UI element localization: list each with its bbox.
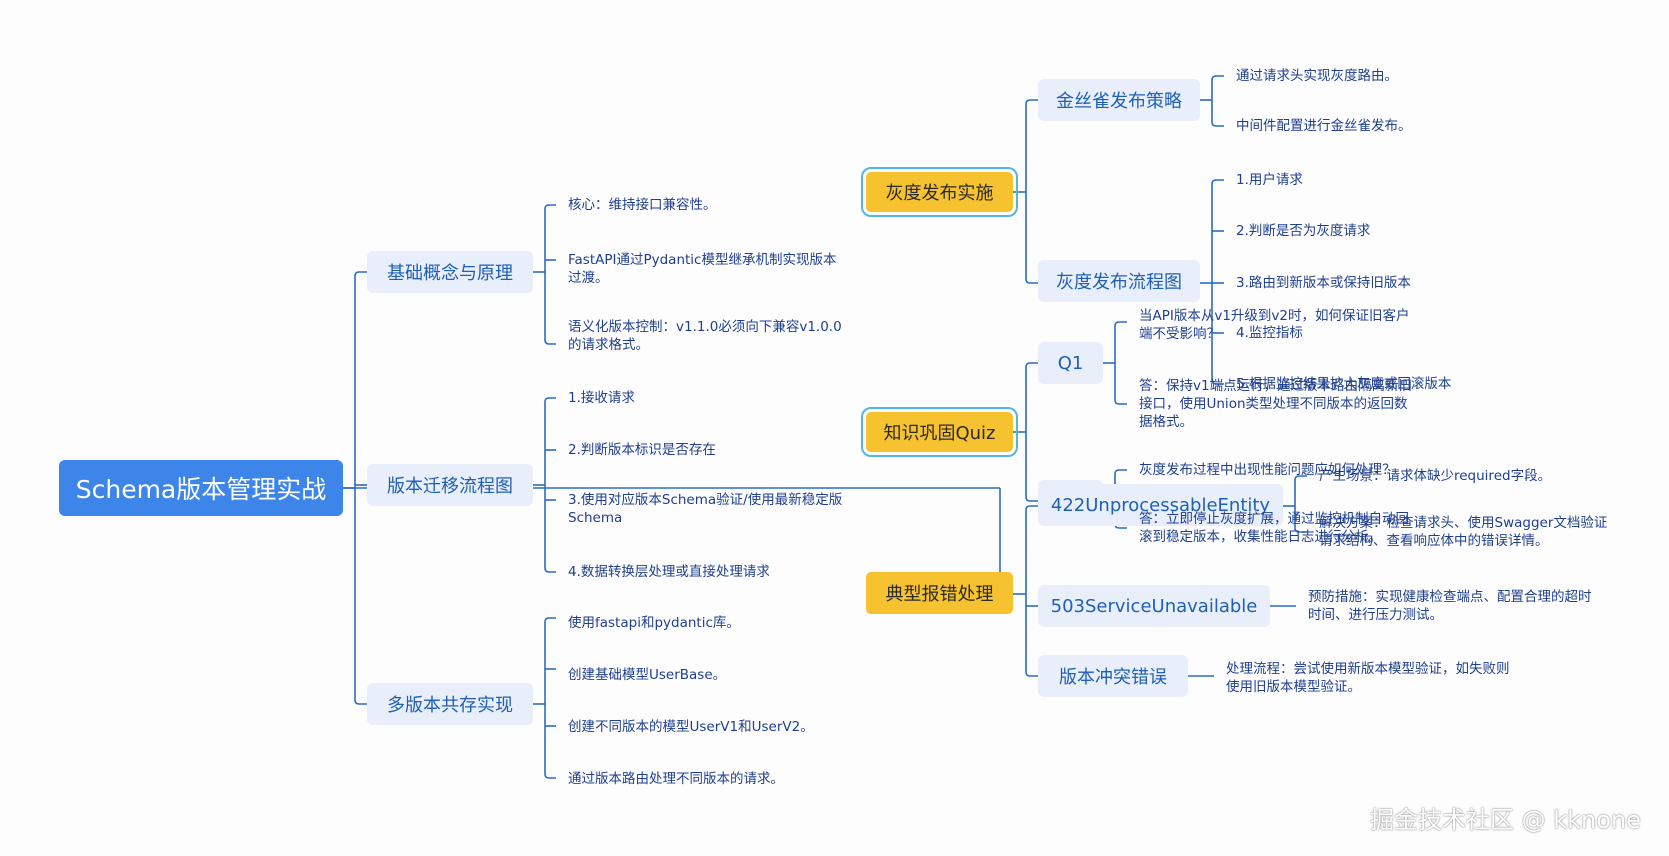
leaf-conflict-process: 处理流程：尝试使用新版本模型验证，如失败则使用旧版本模型验证。 (1226, 661, 1510, 695)
leaf-q2-answer: 答：立即停止灰度扩展，通过监控机制自动回滚到稳定版本，收集性能日志进行分析。 (1139, 511, 1409, 545)
leaf-422-scene: 产生场景：请求体缺少required字段。 (1319, 468, 1552, 484)
leaf-canary-2: 中间件配置进行金丝雀发布。 (1236, 118, 1412, 134)
leaf-basics-1: 核心：维持接口兼容性。 (568, 197, 717, 213)
leaf-q1-answer: 答：保持v1端点运行，通过版本路由隔离新旧接口，使用Union类型处理不同版本的… (1139, 378, 1413, 430)
branch-basics[interactable]: 基础概念与原理 (367, 251, 533, 293)
leaf-migration-4: 4.数据转换层处理或直接处理请求 (568, 564, 770, 580)
leaf-q1-question: 当API版本从v1升级到v2时，如何保证旧客户端不受影响？ (1139, 308, 1410, 342)
leaf-migration-3: 3.使用对应版本Schema验证/使用最新稳定版Schema (568, 492, 843, 526)
leaf-422-solution: 解决方案：检查请求头、使用Swagger文档验证请求结构、查看响应体中的错误详情… (1319, 515, 1608, 549)
leaf-503-prevention: 预防措施：实现健康检查端点、配置合理的超时时间、进行压力测试。 (1308, 589, 1592, 623)
leaf-grayflow-4: 4.监控指标 (1236, 325, 1303, 341)
leaf-basics-3: 语义化版本控制：v1.1.0必须向下兼容v1.0.0的请求格式。 (568, 319, 842, 353)
leaf-multi-2: 创建基础模型UserBase。 (568, 667, 727, 683)
branch-error-handling[interactable]: 典型报错处理 (866, 572, 1013, 614)
leaf-migration-1: 1.接收请求 (568, 390, 635, 406)
node-q1[interactable]: Q1 (1038, 342, 1103, 384)
leaf-q2-question: 灰度发布过程中出现性能问题应如何处理？ (1139, 462, 1396, 478)
leaf-canary-1: 通过请求头实现灰度路由。 (1236, 68, 1398, 84)
leaf-grayflow-3: 3.路由到新版本或保持旧版本 (1236, 275, 1411, 291)
node-version-conflict[interactable]: 版本冲突错误 (1038, 655, 1188, 697)
node-503[interactable]: 503ServiceUnavailable (1038, 585, 1270, 627)
leaf-multi-1: 使用fastapi和pydantic库。 (568, 615, 740, 631)
leaf-migration-2: 2.判断版本标识是否存在 (568, 442, 716, 458)
watermark: 掘金技术社区 @ kknone (1370, 806, 1641, 834)
node-422[interactable]: 422UnprocessableEntity (1038, 484, 1283, 526)
root-node[interactable]: Schema版本管理实战 (59, 460, 343, 516)
branch-migration-flow[interactable]: 版本迁移流程图 (367, 464, 533, 506)
node-gray-flow[interactable]: 灰度发布流程图 (1038, 260, 1200, 302)
leaf-multi-4: 通过版本路由处理不同版本的请求。 (568, 771, 784, 787)
leaf-grayflow-5: 5.根据监控结果扩大灰度或回滚版本 (1236, 376, 1452, 392)
leaf-basics-2: FastAPI通过Pydantic模型继承机制实现版本过渡。 (568, 252, 837, 286)
leaf-grayflow-1: 1.用户请求 (1236, 172, 1303, 188)
node-canary-strategy[interactable]: 金丝雀发布策略 (1038, 79, 1200, 121)
branch-quiz[interactable]: 知识巩固Quiz (861, 407, 1018, 457)
branch-gray-release[interactable]: 灰度发布实施 (861, 167, 1018, 217)
leaf-grayflow-2: 2.判断是否为灰度请求 (1236, 223, 1371, 239)
branch-multi-version[interactable]: 多版本共存实现 (367, 683, 533, 725)
leaf-multi-3: 创建不同版本的模型UserV1和UserV2。 (568, 719, 814, 735)
